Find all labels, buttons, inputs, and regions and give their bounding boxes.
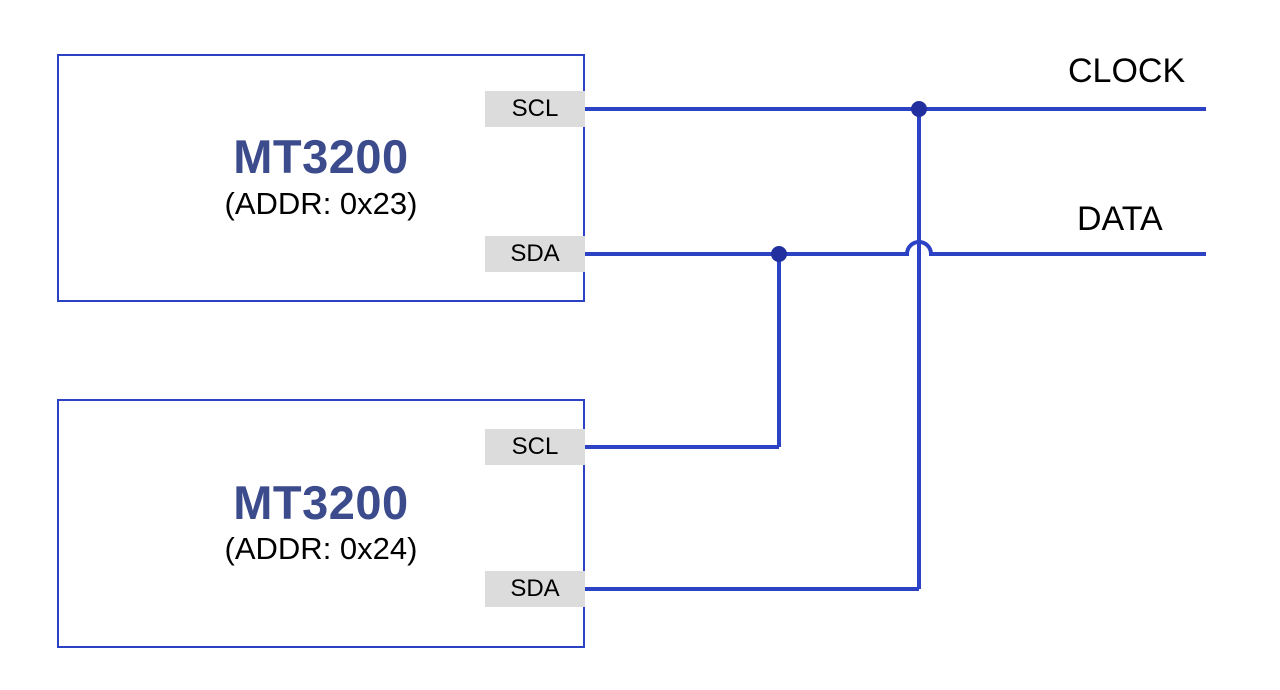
pin-chip2-sda-label: SDA — [510, 575, 560, 602]
chip-1-labels: MT3200 (ADDR: 0x23) — [59, 132, 583, 224]
pin-chip1-sda[interactable]: SDA — [485, 236, 585, 272]
chip-2-labels: MT3200 (ADDR: 0x24) — [59, 477, 583, 569]
wire-hop-data-over-clock — [903, 240, 935, 256]
pin-chip1-scl[interactable]: SCL — [485, 91, 585, 127]
bus-label-clock: CLOCK — [1068, 52, 1186, 90]
chip-1-title: MT3200 — [233, 129, 409, 183]
pin-chip2-sda[interactable]: SDA — [485, 571, 585, 607]
chip-2-subtitle: (ADDR: 0x24) — [224, 531, 418, 567]
junction-dot-clock — [911, 101, 927, 117]
chip-1-subtitle: (ADDR: 0x23) — [224, 185, 418, 221]
junction-dot-data — [771, 246, 787, 262]
pin-chip1-sda-label: SDA — [510, 240, 560, 267]
pin-chip2-scl[interactable]: SCL — [485, 429, 585, 465]
bus-label-data: DATA — [1077, 200, 1163, 238]
pin-chip2-scl-label: SCL — [511, 433, 559, 460]
chip-2-title: MT3200 — [233, 475, 409, 529]
pin-chip1-scl-label: SCL — [511, 95, 559, 122]
